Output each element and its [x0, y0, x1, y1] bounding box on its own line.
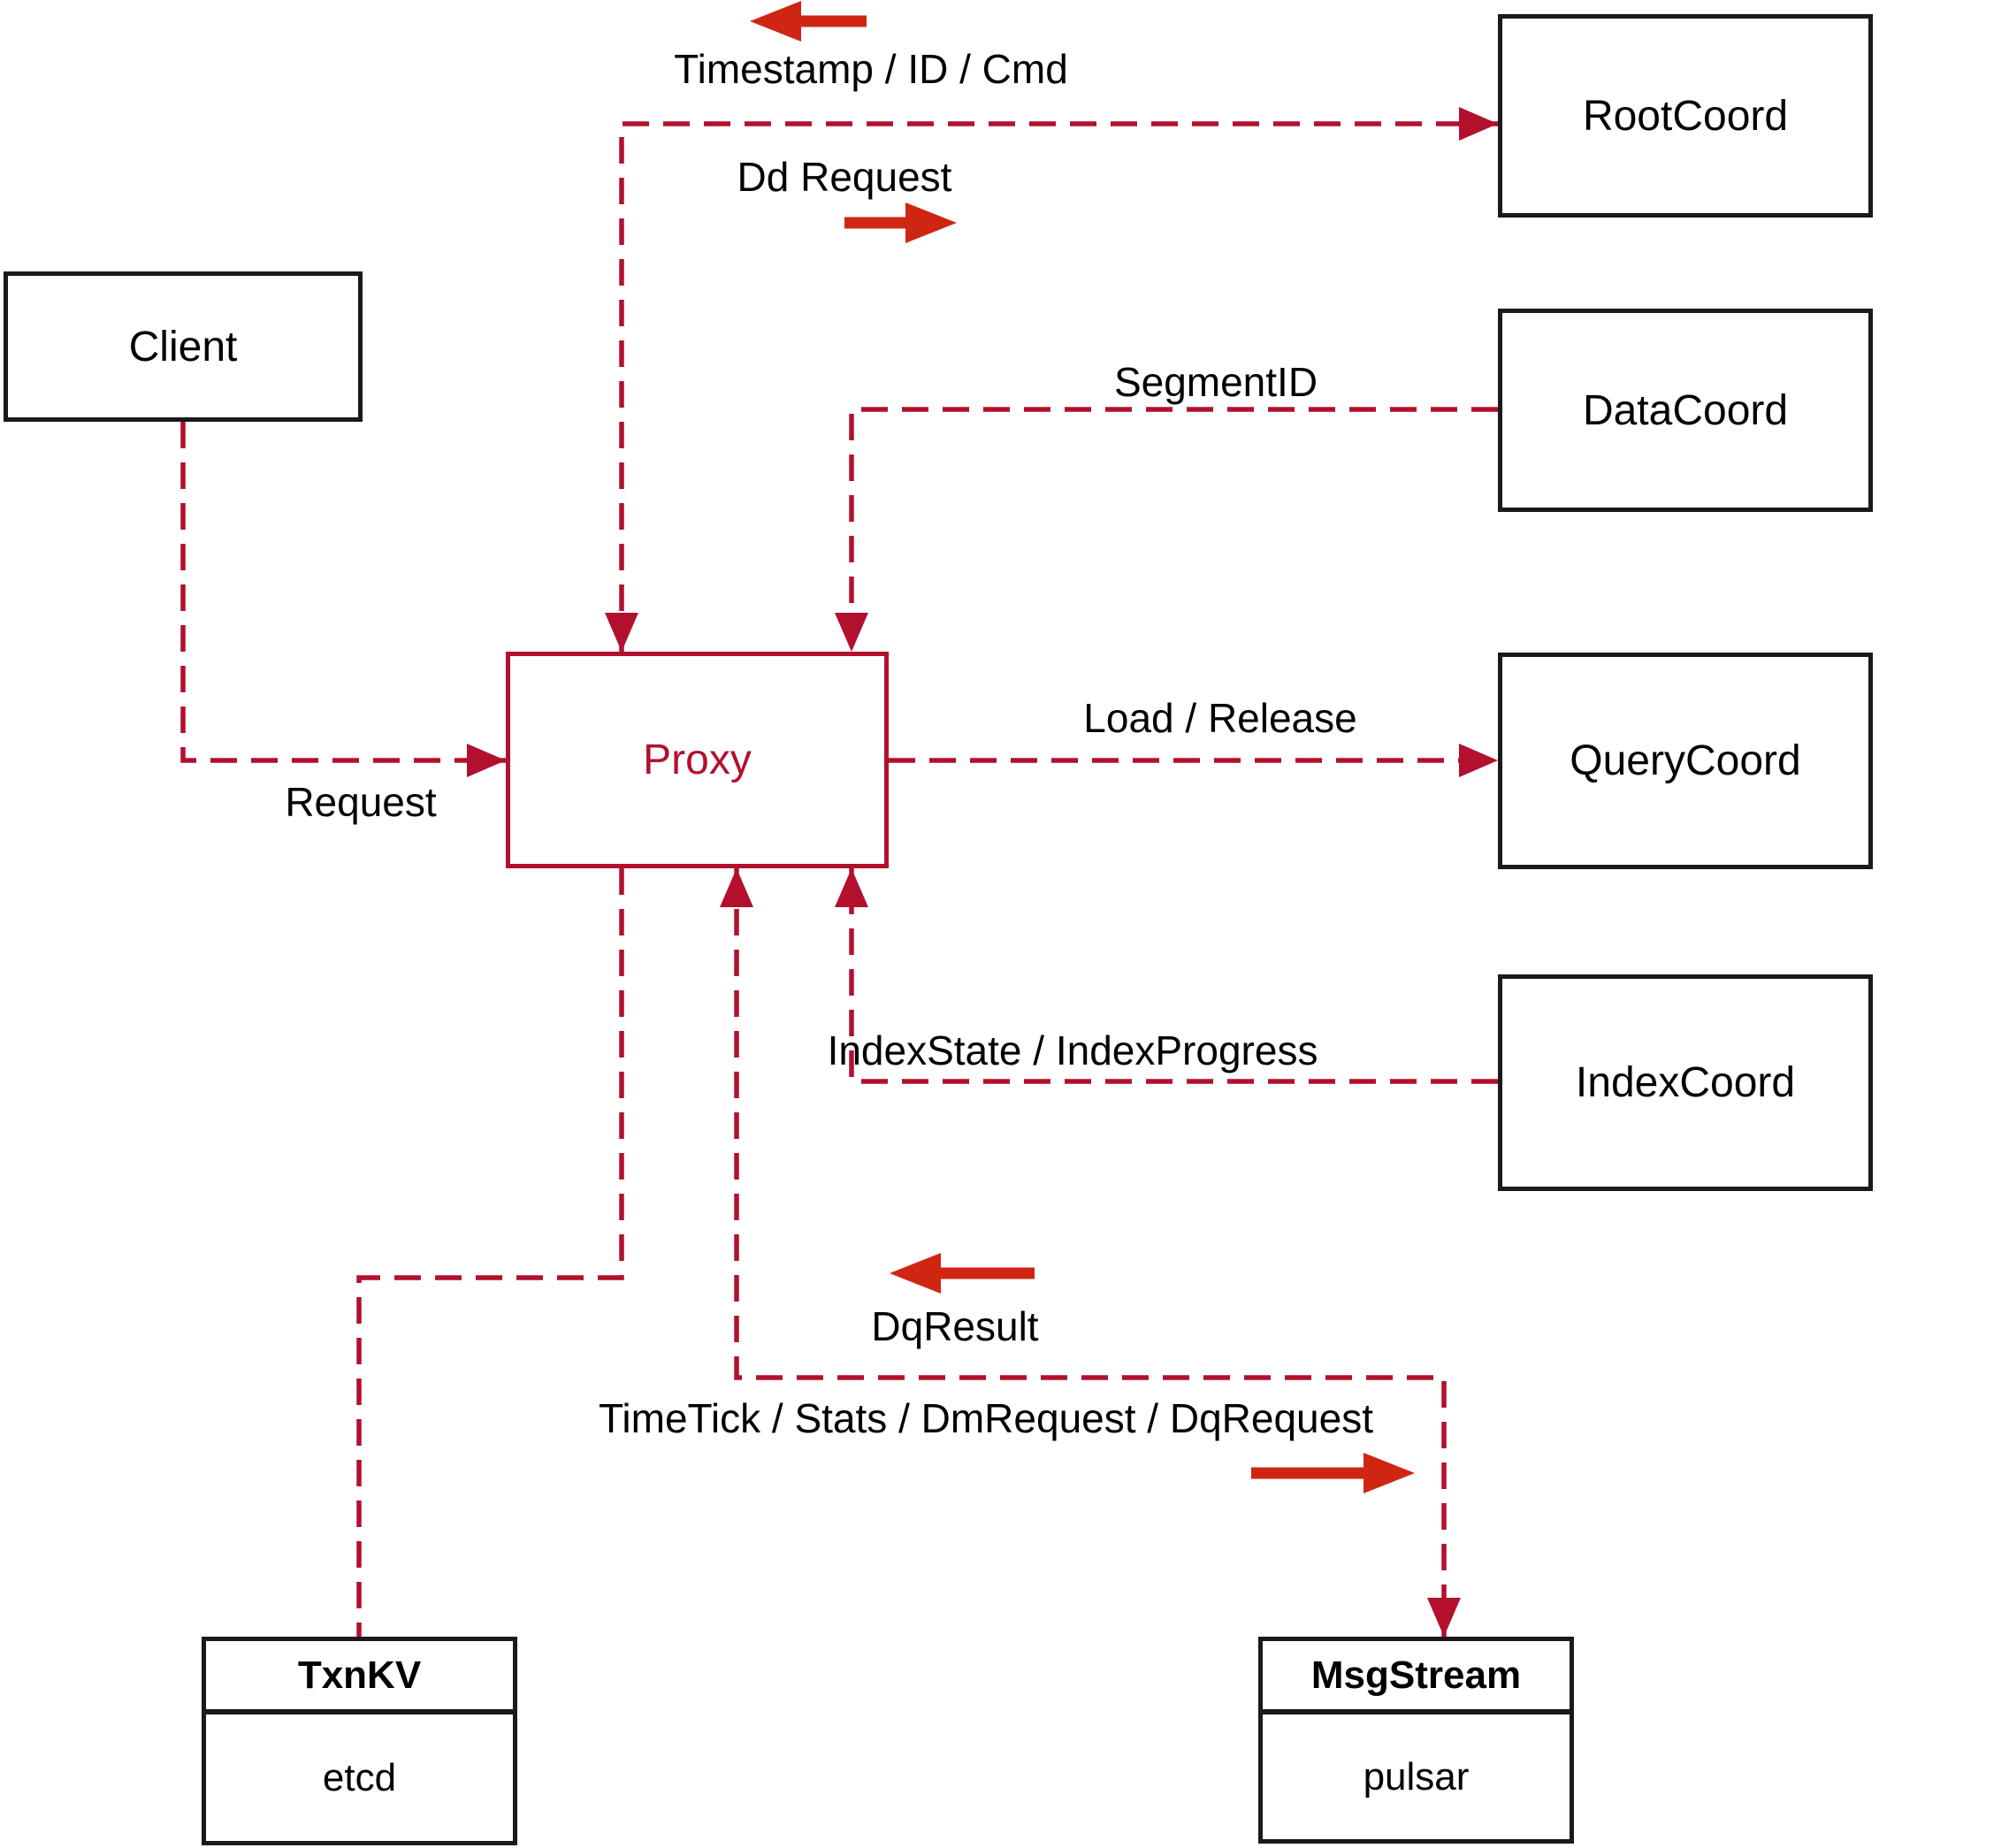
label-dd-request: Dd Request [737, 154, 952, 200]
dd-request-direction-arrow [844, 202, 957, 243]
proxy-node: Proxy [506, 652, 889, 868]
edge-client-proxy [180, 422, 506, 763]
arrowhead-into-proxy-top-timestamp [605, 613, 638, 652]
arrowhead-into-rootcoord [1459, 107, 1498, 141]
client-node: Client [4, 271, 363, 422]
msgstream-implementation: pulsar [1363, 1754, 1470, 1798]
arrowhead-into-proxy-top-segmentid [835, 613, 868, 652]
msgstream-title: MsgStream [1263, 1641, 1570, 1714]
querycoord-node: QueryCoord [1498, 653, 1873, 869]
label-index-state: IndexState / IndexProgress [827, 1027, 1318, 1073]
dq-result-direction-arrow [890, 1253, 1035, 1294]
querycoord-label: QueryCoord [1570, 737, 1801, 784]
edge-proxy-msgstream [734, 868, 1447, 1637]
msgstream-node: MsgStream pulsar [1258, 1637, 1574, 1844]
datacoord-node: DataCoord [1498, 309, 1873, 512]
arrowhead-into-querycoord [1459, 744, 1498, 777]
proxy-label: Proxy [643, 737, 752, 783]
label-request: Request [285, 779, 437, 825]
txnkv-node: TxnKV etcd [202, 1637, 517, 1845]
edge-proxy-rootcoord [619, 121, 1498, 652]
arrowhead-into-proxy-left [467, 744, 506, 777]
label-segment-id: SegmentID [1113, 359, 1318, 405]
arrowhead-into-msgstream [1427, 1598, 1461, 1637]
edge-indexcoord-proxy [849, 868, 1498, 1084]
txnkv-implementation: etcd [322, 1755, 397, 1799]
rootcoord-label: RootCoord [1582, 92, 1789, 140]
label-dq-result: DqResult [871, 1303, 1039, 1349]
arrowhead-into-proxy-bottom-timetick [720, 868, 753, 907]
client-label: Client [128, 323, 238, 370]
edge-datacoord-proxy [849, 407, 1498, 652]
indexcoord-node: IndexCoord [1498, 974, 1873, 1191]
timestamp-direction-arrow [750, 1, 867, 42]
label-timestamp-id-cmd: Timestamp / ID / Cmd [674, 46, 1068, 92]
timetick-direction-arrow [1251, 1453, 1415, 1493]
arrowhead-into-proxy-bottom-indexstate [835, 868, 868, 907]
label-load-release: Load / Release [1083, 695, 1357, 741]
txnkv-title: TxnKV [206, 1641, 513, 1714]
indexcoord-label: IndexCoord [1575, 1059, 1796, 1106]
edge-proxy-txnkv [356, 868, 624, 1637]
label-timetick: TimeTick / Stats / DmRequest / DqRequest [599, 1395, 1373, 1441]
rootcoord-node: RootCoord [1498, 14, 1873, 218]
datacoord-label: DataCoord [1582, 386, 1789, 434]
